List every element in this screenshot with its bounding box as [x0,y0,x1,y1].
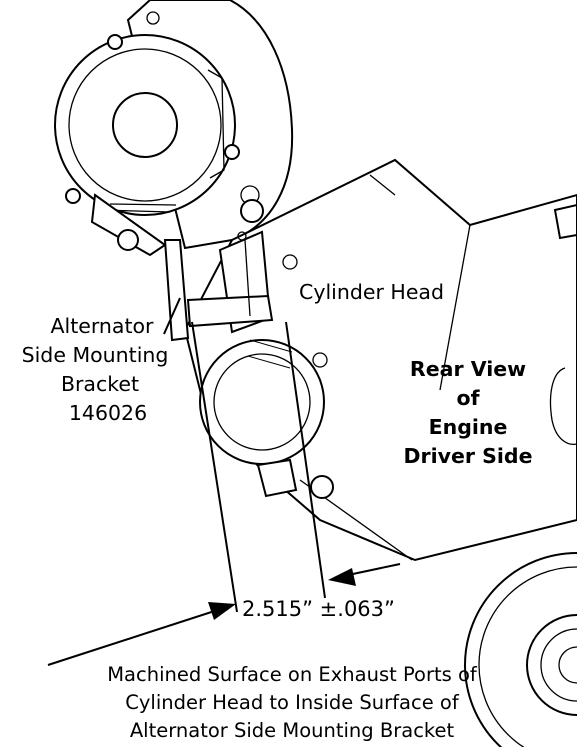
alternator [54,34,240,257]
view-label-line: Engine [429,415,508,439]
view-label: Rear View of Engine Driver Side [403,357,532,468]
bracket-label-line: Side Mounting [22,343,169,367]
dimension-value: 2.515” ±.063” [242,597,395,621]
bracket-label-line: Bracket [61,372,139,396]
caption-line: Alternator Side Mounting Bracket [130,719,455,742]
view-label-line: Rear View [410,357,526,381]
view-label-line: Driver Side [403,444,532,468]
caption-line: Machined Surface on Exhaust Ports of [107,663,478,686]
view-label-line: of [456,386,480,410]
extension-line-left [191,321,238,613]
dimension-arrow-right [328,563,401,586]
drive-pulley [464,552,577,747]
mounting-bracket [163,230,274,342]
bracket-leader-line [163,297,181,335]
bracket-label: Alternator Side Mounting Bracket 146026 [22,314,169,425]
cylinder-head-label: Cylinder Head [299,280,444,304]
extension-line-right [285,321,326,599]
dimension-arrow-left [47,602,236,666]
caption-line: Cylinder Head to Inside Surface of [125,691,460,714]
bracket-label-line: Alternator [50,314,154,338]
caption: Machined Surface on Exhaust Ports of Cyl… [107,663,478,742]
bracket-part-number: 146026 [69,401,147,425]
